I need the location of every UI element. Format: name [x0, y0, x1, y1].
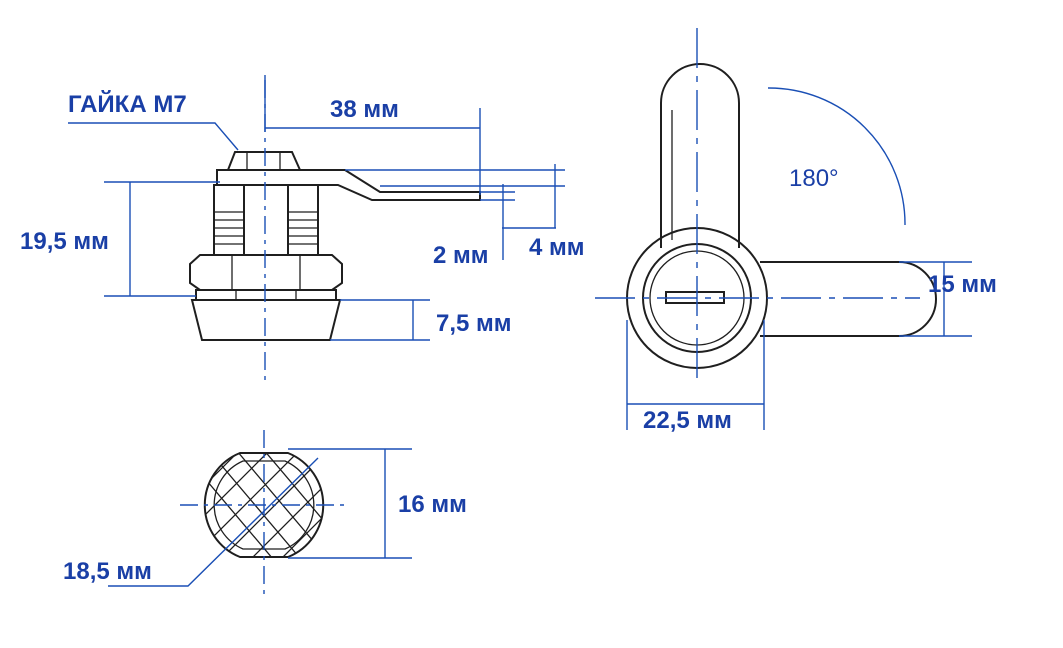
front-view-dimensions — [626, 261, 972, 430]
dim-19-5-label: 19,5 мм — [20, 228, 109, 255]
dim-4-label: 4 мм — [529, 234, 585, 261]
flange — [190, 299, 342, 341]
section-view — [180, 430, 350, 600]
side-view-dimensions — [68, 75, 565, 341]
dim-18-5-label: 18,5 мм — [63, 558, 152, 585]
section-hatching — [204, 453, 324, 557]
dim-15-label: 15 мм — [928, 271, 997, 298]
dim-38-label: 38 мм — [330, 96, 399, 123]
nut-label: ГАЙКА М7 — [68, 91, 187, 118]
bottom-nut — [189, 254, 343, 291]
washer — [195, 289, 337, 301]
dim-2-label: 2 мм — [433, 242, 489, 269]
front-view — [595, 28, 937, 385]
threaded-posts — [213, 184, 319, 256]
cam-vertical — [660, 63, 740, 248]
cam-horizontal — [760, 261, 937, 337]
dim-7-5-label: 7,5 мм — [436, 310, 512, 337]
section-view-dimensions — [108, 448, 412, 587]
rotation-arc — [767, 87, 906, 226]
top-nut — [226, 151, 302, 171]
dim-16-label: 16 мм — [398, 491, 467, 518]
dim-22-5-label: 22,5 мм — [643, 407, 732, 434]
angle-180-label: 180° — [789, 165, 839, 192]
